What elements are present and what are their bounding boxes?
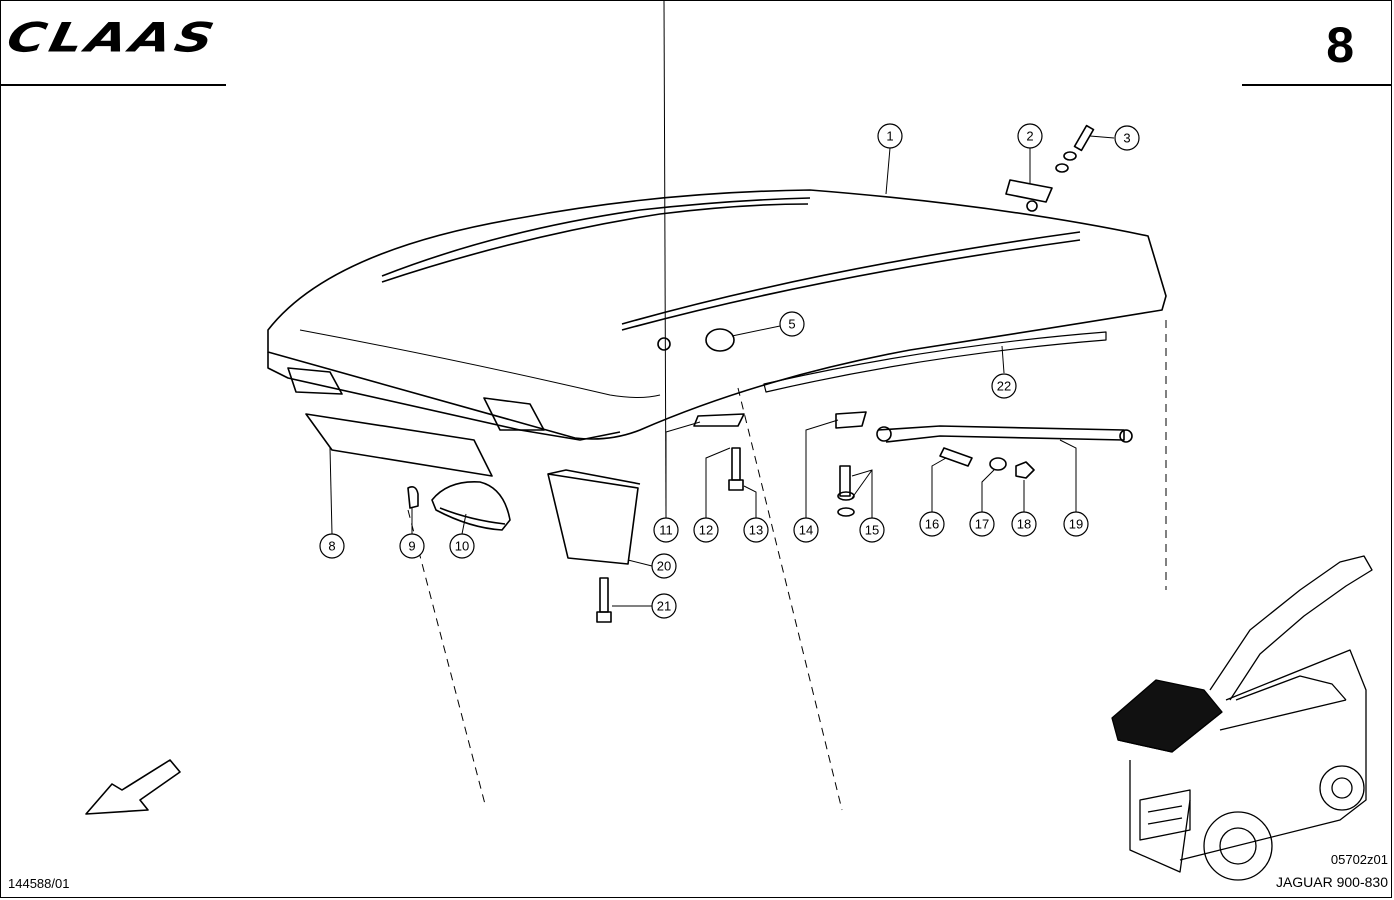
callout-10 (449, 533, 475, 559)
support-bracket (547, 473, 639, 565)
callout-9 (399, 533, 425, 559)
callout-1 (877, 123, 903, 149)
callout-17 (969, 511, 995, 537)
callout-22 (991, 373, 1017, 399)
callout-13 (743, 517, 769, 543)
svg-text:17: 17 (975, 517, 989, 532)
callout-19 (1063, 511, 1089, 537)
svg-text:9: 9 (408, 539, 415, 554)
svg-text:8: 8 (328, 539, 335, 554)
callout-16 (919, 511, 945, 537)
svg-text:1: 1 (886, 129, 893, 144)
harvester-thumbnail (1111, 555, 1373, 881)
svg-text:10: 10 (455, 539, 469, 554)
callout-3 (1114, 125, 1140, 151)
header-rule-left (0, 84, 226, 86)
callout-12 (693, 517, 719, 543)
sticker-plate (305, 413, 493, 477)
header-rule-right (1242, 84, 1392, 86)
svg-text:3: 3 (1123, 131, 1130, 146)
callout-11 (653, 517, 679, 543)
direction-arrow-icon (85, 759, 181, 815)
callout-8 (319, 533, 345, 559)
svg-text:15: 15 (865, 523, 879, 538)
svg-text:14: 14 (799, 523, 813, 538)
svg-text:12: 12 (699, 523, 713, 538)
svg-text:21: 21 (657, 599, 671, 614)
svg-text:16: 16 (925, 517, 939, 532)
callout-2 (1017, 123, 1043, 149)
callout-18 (1011, 511, 1037, 537)
svg-text:18: 18 (1017, 517, 1031, 532)
model-label: JAGUAR 900-830 (1275, 874, 1388, 890)
callout-21 (651, 593, 677, 619)
svg-text:19: 19 (1069, 517, 1083, 532)
work-lamp (431, 481, 511, 531)
svg-text:20: 20 (657, 559, 671, 574)
svg-text:13: 13 (749, 523, 763, 538)
svg-text:2: 2 (1026, 129, 1033, 144)
callout-14 (793, 517, 819, 543)
seal-strip (763, 331, 1107, 393)
gas-spring (877, 425, 1125, 443)
callout-15 (859, 517, 885, 543)
callout-5 (779, 311, 805, 337)
page-number: 8 (1326, 17, 1354, 73)
svg-text:5: 5 (788, 317, 795, 332)
svg-text:22: 22 (997, 379, 1011, 394)
document-id: 144588/01 (8, 876, 70, 891)
callout-20 (651, 553, 677, 579)
svg-text:11: 11 (659, 523, 673, 538)
roof-canopy (267, 189, 1167, 440)
image-code: 05702z01 (1330, 852, 1388, 867)
